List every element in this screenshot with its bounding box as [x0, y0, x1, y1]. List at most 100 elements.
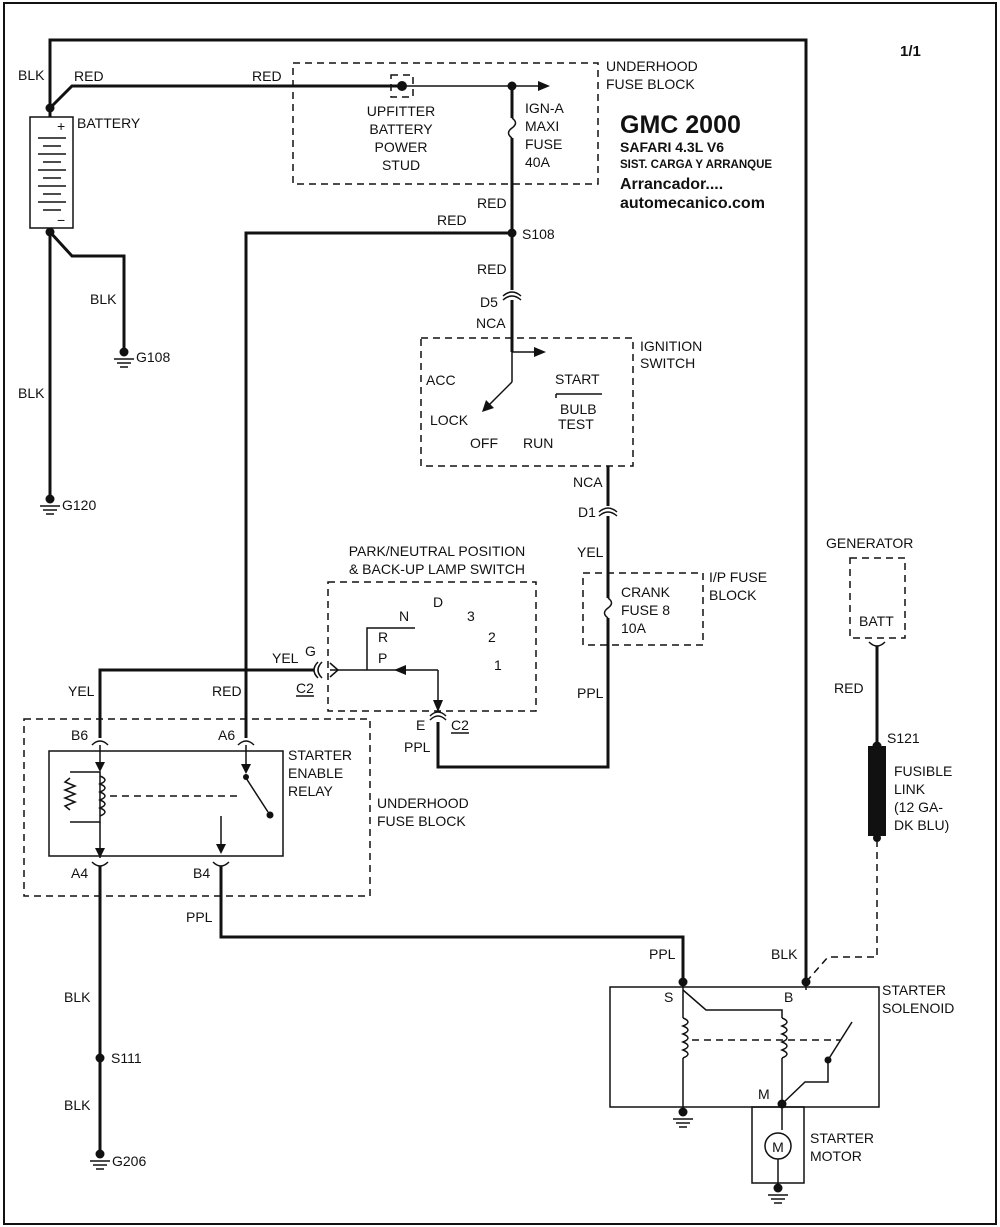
wire-label-nca-top: NCA: [476, 315, 506, 331]
wire-label-blk-g120: BLK: [18, 385, 45, 401]
ignition-lock: LOCK: [430, 412, 469, 428]
wire-label-red-s108-top: RED: [477, 195, 507, 211]
splice-label-s108: S108: [522, 226, 555, 242]
relay-pin-b6: B6: [71, 727, 88, 743]
page-border: [3, 2, 997, 1225]
battery-plus: +: [57, 118, 65, 134]
wire-label-red-to-relay: RED: [437, 212, 467, 228]
ignition-run: RUN: [523, 435, 553, 451]
crank-fuse-label-2: FUSE 8: [621, 602, 670, 618]
ignition-acc: ACC: [426, 372, 456, 388]
fuse-label-3: FUSE: [525, 136, 562, 152]
fusible-link-label-3: (12 GA-: [894, 799, 943, 815]
g108-wire: [48, 230, 126, 348]
title-engine: SAFARI 4.3L V6: [620, 139, 724, 155]
pnp-d: D: [433, 594, 443, 610]
connector-label-d5: D5: [480, 294, 498, 310]
solenoid-pull-coil-icon: [779, 1017, 788, 1059]
wire-label-blk-a4: BLK: [64, 989, 91, 1005]
ignition-switch-name-1: IGNITION: [640, 338, 702, 354]
relay-pin-a4: A4: [71, 865, 88, 881]
relay-coil-resistor-icon: [62, 777, 78, 811]
ground-label-g206: G206: [112, 1153, 146, 1169]
relay-name-2: ENABLE: [288, 765, 343, 781]
stud-label-4: STUD: [382, 157, 420, 173]
starter-enable-relay: [48, 750, 284, 857]
wire-label-red-relay: RED: [212, 683, 242, 699]
pnp-contact-bar: [366, 627, 415, 670]
starter-motor-name-2: MOTOR: [810, 1148, 862, 1164]
fuse-label-1: IGN-A: [525, 100, 565, 116]
relay-pin-b4: B4: [193, 865, 210, 881]
connector-label-d1: D1: [578, 504, 596, 520]
fuse-block-top-name-1: UNDERHOOD: [606, 58, 698, 74]
ground-symbol-g206: [90, 1149, 110, 1170]
stud-label-2: BATTERY: [369, 121, 433, 137]
connector-g-symbol: [317, 661, 323, 679]
battery-ground-wire: [48, 38, 808, 982]
battery-plus-splice: [45, 103, 55, 113]
generator-name: GENERATOR: [826, 535, 913, 551]
fuse-label-4: 40A: [525, 154, 551, 170]
solenoid-name-2: SOLENOID: [882, 1000, 954, 1016]
fusible-link: [868, 746, 886, 836]
pnp-name-2: & BACK-UP LAMP SWITCH: [349, 561, 525, 577]
pnp-1: 1: [494, 657, 502, 673]
upfitter-stud: [397, 81, 407, 91]
relay-pin-a6: A6: [218, 727, 235, 743]
ignition-switch-blade: [487, 381, 513, 407]
wire-label-red-generator: RED: [834, 680, 864, 696]
fusible-link-label-4: DK BLU): [894, 817, 949, 833]
solenoid-hold-coil-icon: [680, 1017, 689, 1059]
wire-label-ppl-relay: PPL: [186, 909, 213, 925]
wire-label-red-battery: RED: [74, 68, 104, 84]
starter-motor-name-1: STARTER: [810, 1130, 874, 1146]
wire-label-blk-top: BLK: [18, 67, 45, 83]
ign-a-maxi-fuse-icon: [507, 117, 517, 139]
relay-name-1: STARTER: [288, 747, 352, 763]
wire-label-red-d5: RED: [477, 261, 507, 277]
wire-label-ppl-solenoid: PPL: [649, 946, 676, 962]
battery-positive-wire: [48, 84, 402, 110]
solenoid-pin-m: M: [758, 1086, 770, 1102]
solenoid-pin-s: S: [664, 989, 673, 1005]
underhood-fuse-block-relay: [23, 718, 371, 897]
wire-label-nca-d1: NCA: [573, 474, 603, 490]
solenoid-name-1: STARTER: [882, 982, 946, 998]
stud-label-1: UPFITTER: [367, 103, 435, 119]
solenoid-ground-icon: [673, 1107, 693, 1128]
relay-b4-ppl-wire: [219, 866, 685, 982]
connector-label-c2-g: C2: [296, 680, 314, 696]
ignition-test: TEST: [558, 416, 594, 432]
connector-e-symbol: [429, 711, 447, 717]
wire-label-blk-s111: BLK: [64, 1097, 91, 1113]
title-circuit: Arrancador....: [620, 176, 723, 193]
solenoid-contact-blade: [827, 1021, 853, 1061]
fuse-label-2: MAXI: [525, 118, 559, 134]
splice-label-s121: S121: [887, 730, 920, 746]
relay-block-name-2: FUSE BLOCK: [377, 813, 466, 829]
ignition-switch-name-2: SWITCH: [640, 355, 695, 371]
ignition-start: START: [555, 371, 600, 387]
starter-motor-ground-icon: [768, 1183, 788, 1204]
starter-solenoid: [609, 986, 880, 1108]
ignition-switch: [420, 337, 634, 467]
solenoid-pin-b: B: [784, 989, 793, 1005]
wire-label-ppl-crank: PPL: [577, 685, 604, 701]
ignition-bulb: BULB: [560, 401, 597, 417]
ground-symbol-g108: [114, 347, 134, 368]
battery-label: BATTERY: [77, 115, 141, 131]
pnp-n: N: [399, 608, 409, 624]
crank-fuse-label-3: 10A: [621, 620, 647, 636]
splice-s111: [95, 1053, 105, 1063]
pnp-name-1: PARK/NEUTRAL POSITION: [349, 543, 526, 559]
page-number: 1/1: [900, 43, 921, 60]
wire-label-blk-g108: BLK: [90, 291, 117, 307]
crank-ppl-wire: [436, 618, 610, 769]
crank-fuse-label-1: CRANK: [621, 584, 671, 600]
generator-batt: BATT: [859, 613, 894, 629]
starter-motor-symbol: M: [772, 1139, 784, 1155]
wire-label-yel-pnp: YEL: [272, 650, 299, 666]
connector-label-g: G: [305, 643, 316, 659]
ip-fuse-block: [582, 572, 704, 646]
